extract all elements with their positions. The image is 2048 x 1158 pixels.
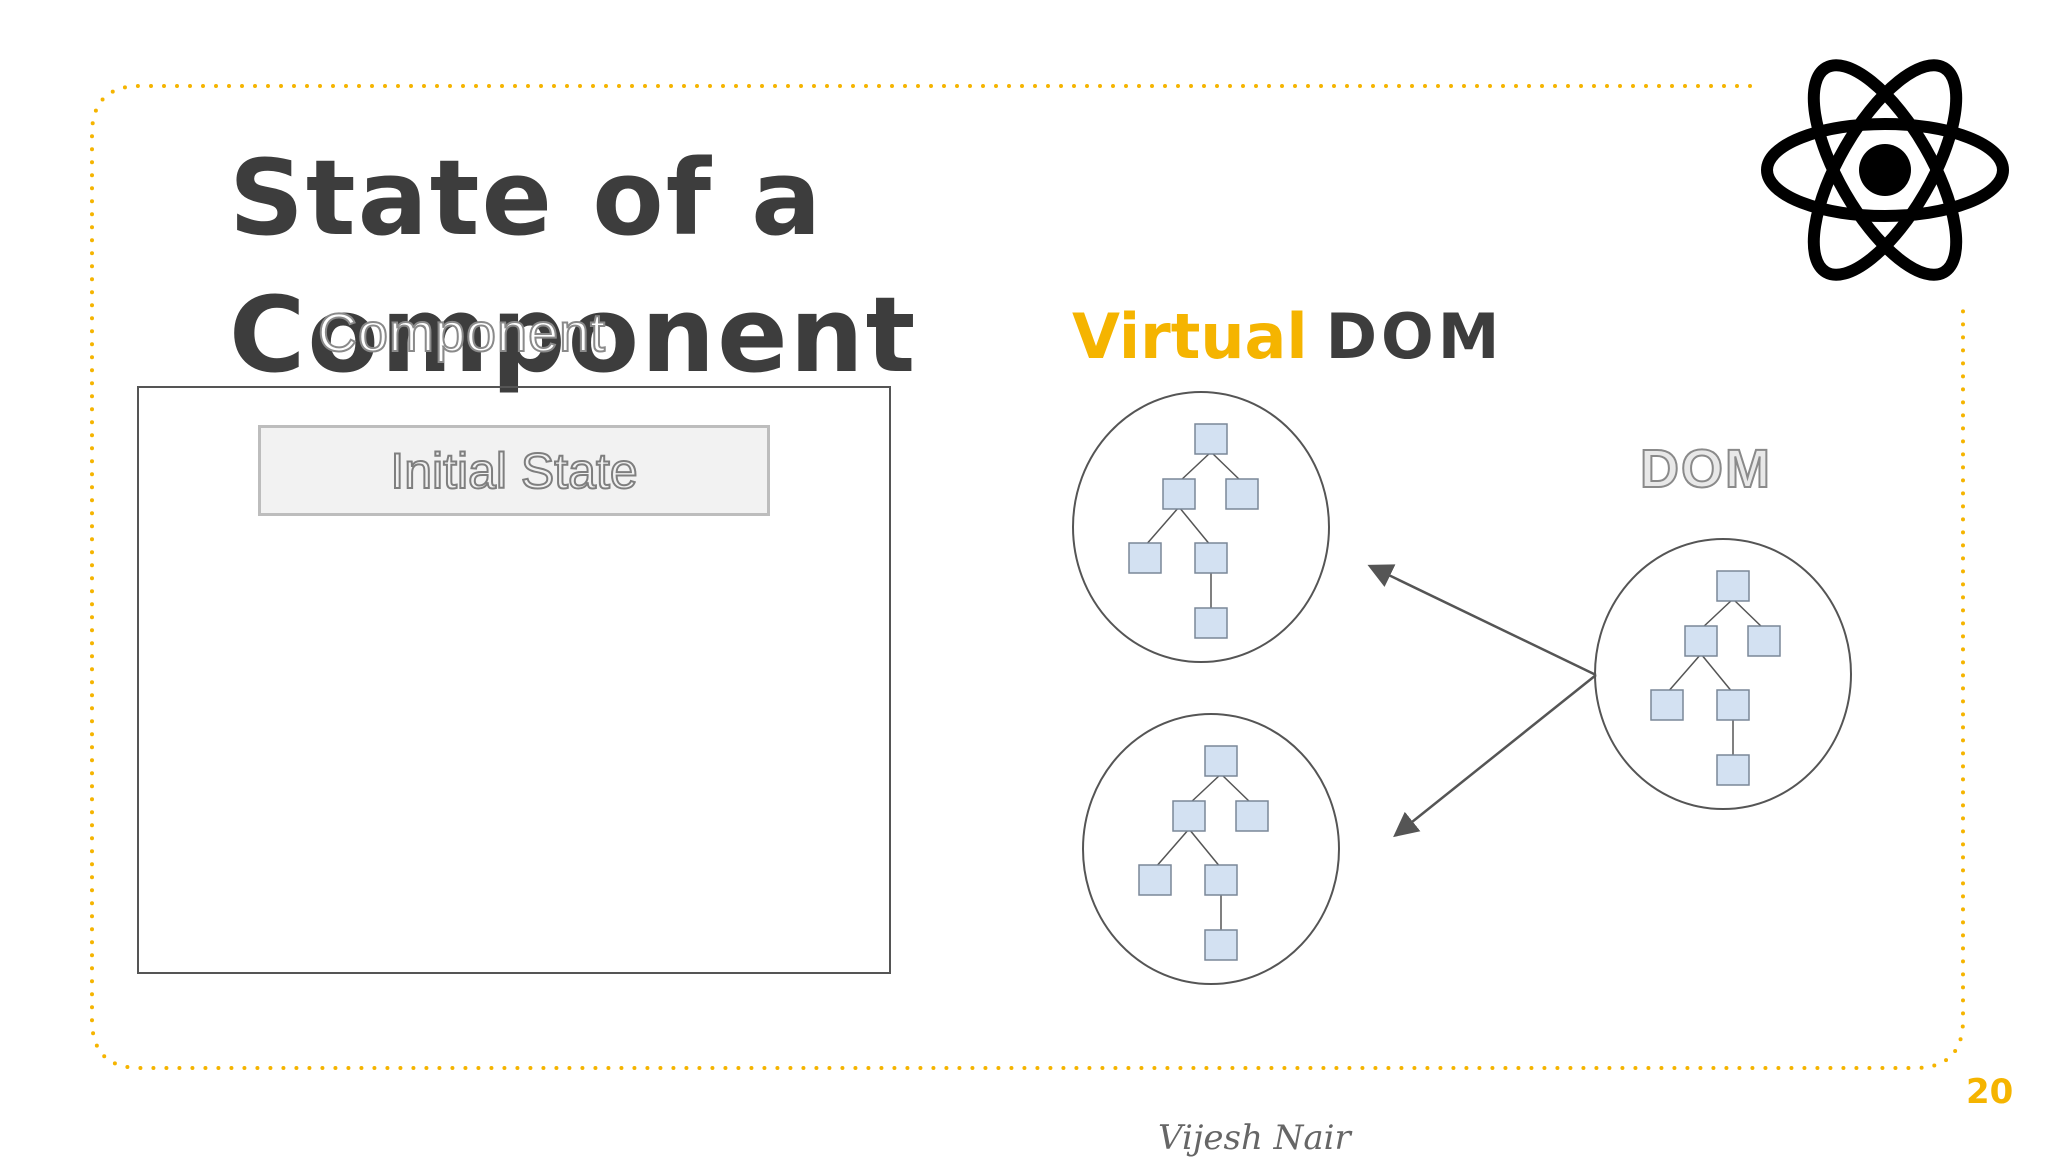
- real-dom-tree-edge: [1732, 598, 1765, 630]
- virtual-dom-tree-top-node: [1194, 607, 1228, 639]
- real-dom-label: DOM: [1639, 438, 1772, 500]
- virtual-dom-tree-top-node: [1128, 542, 1162, 574]
- virtual-dom-tree-bottom-edge: [1188, 828, 1222, 869]
- real-dom-tree-node: [1747, 625, 1781, 657]
- slide-title-line2: Component: [229, 274, 918, 396]
- component-label: Component: [317, 302, 607, 364]
- real-dom-tree-edge: [1700, 653, 1734, 694]
- virtual-dom-tree-top-node: [1194, 542, 1228, 574]
- real-dom-tree-node: [1684, 625, 1718, 657]
- slide-number: 20: [1966, 1072, 2014, 1112]
- real-dom-tree-node: [1716, 570, 1750, 602]
- arrow-to-bottom-vdom: [1393, 674, 1597, 838]
- virtual-dom-tree-bottom-node: [1204, 864, 1238, 896]
- initial-state-box: Initial State: [258, 425, 770, 516]
- author-signature: Vijesh Nair: [1158, 1118, 1351, 1158]
- virtual-dom-tree-top-node: [1225, 478, 1259, 510]
- virtual-word: Virtual: [1072, 300, 1308, 373]
- virtual-dom-tree-bottom-node: [1235, 800, 1269, 832]
- slide-title: State of a Component: [229, 130, 917, 404]
- virtual-dom-tree-bottom-circle: [1082, 713, 1340, 985]
- arrow-to-top-vdom: [1367, 564, 1597, 677]
- virtual-dom-tree-top-edge: [1178, 506, 1212, 547]
- virtual-dom-tree-bottom-node: [1204, 929, 1238, 961]
- virtual-dom-tree-bottom-node: [1204, 745, 1238, 777]
- virtual-dom-tree-top-circle: [1072, 391, 1330, 663]
- virtual-dom-tree-top-node: [1162, 478, 1196, 510]
- virtual-dom-tree-bottom-edge: [1220, 773, 1253, 805]
- real-dom-tree-node: [1716, 689, 1750, 721]
- real-dom-tree-node: [1716, 754, 1750, 786]
- dom-word: DOM: [1325, 300, 1504, 373]
- slide-title-line1: State of a: [229, 137, 824, 259]
- virtual-dom-tree-bottom-node: [1172, 800, 1206, 832]
- component-box: [137, 386, 891, 974]
- virtual-dom-tree-top-node: [1194, 423, 1228, 455]
- virtual-dom-tree-top-edge: [1210, 451, 1243, 483]
- real-dom-tree-edge: [1700, 598, 1734, 630]
- virtual-dom-tree-bottom-edge: [1188, 773, 1222, 805]
- virtual-dom-tree-top-edge: [1144, 506, 1180, 547]
- real-dom-tree-edge: [1666, 653, 1702, 694]
- real-dom-tree: [1594, 538, 1852, 810]
- virtual-dom-tree-top: [1072, 391, 1330, 663]
- virtual-dom-tree-bottom-node: [1138, 864, 1172, 896]
- virtual-dom-tree-bottom: [1082, 713, 1340, 985]
- virtual-dom-tree-bottom-edge: [1154, 828, 1190, 869]
- virtual-dom-tree-top-edge: [1178, 451, 1212, 483]
- react-atom-icon: [1761, 59, 2009, 281]
- initial-state-label: Initial State: [389, 442, 638, 500]
- real-dom-tree-node: [1650, 689, 1684, 721]
